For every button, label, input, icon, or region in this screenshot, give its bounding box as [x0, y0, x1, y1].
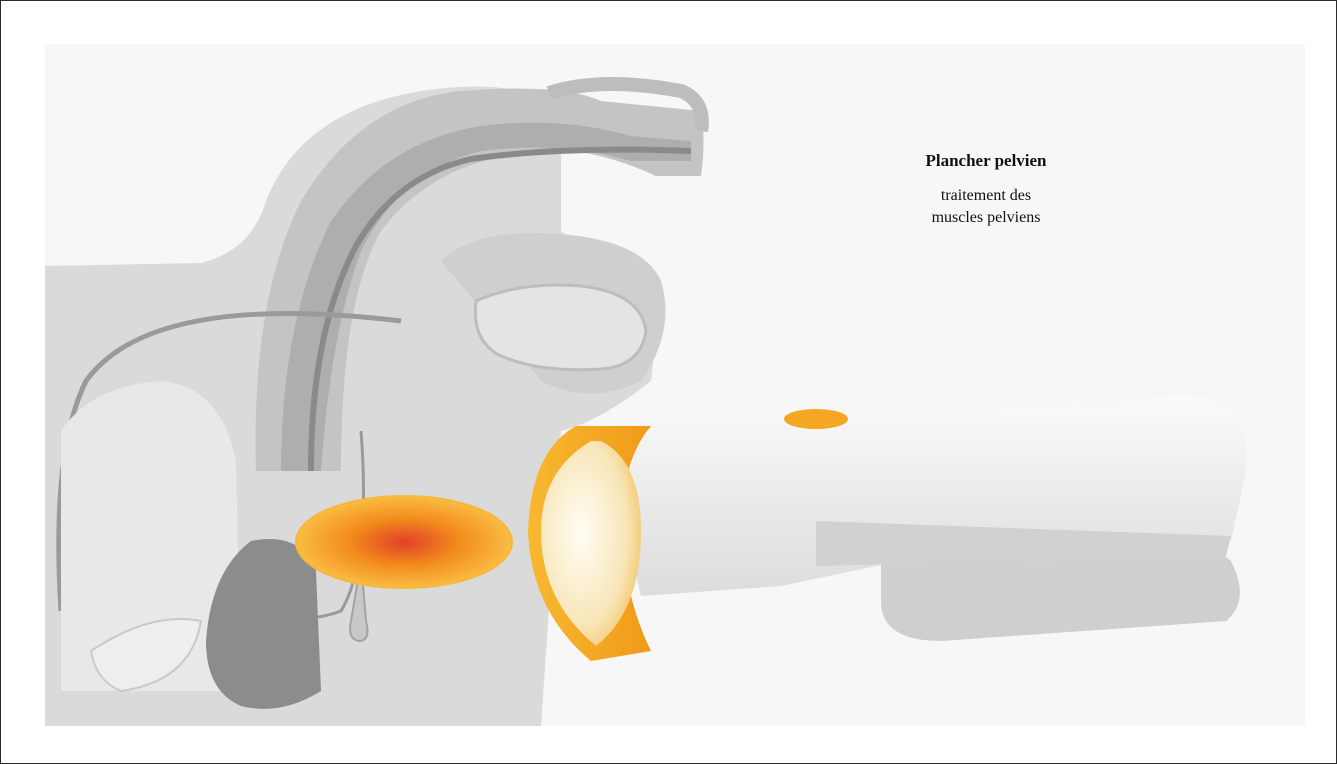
- treatment-zone-icon: [296, 496, 512, 588]
- illustration-panel: Plancher pelvien traitement des muscles …: [45, 44, 1305, 726]
- bladder-organ: [475, 285, 646, 370]
- caption-title: Plancher pelvien: [881, 151, 1091, 171]
- caption-subtitle-line1: traitement des: [881, 185, 1091, 207]
- pelvic-anatomy-illustration: [45, 44, 1305, 726]
- caption-block: Plancher pelvien traitement des muscles …: [881, 151, 1091, 229]
- caption-subtitle-line2: muscles pelviens: [881, 207, 1091, 229]
